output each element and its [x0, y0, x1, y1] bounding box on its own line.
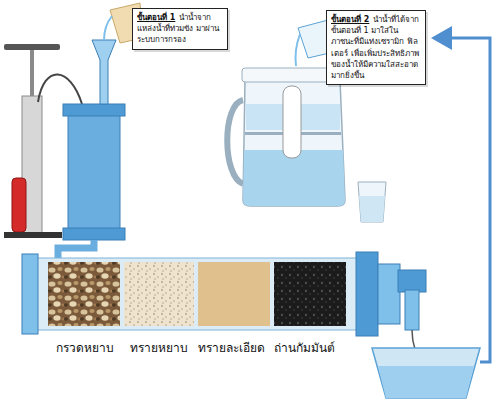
layer-label: กรวดหยาบ — [56, 338, 114, 357]
tank-cap — [63, 228, 125, 240]
pump-base — [4, 232, 62, 238]
fine-sand-layer — [198, 262, 270, 326]
tank-cap — [63, 104, 125, 116]
tank-body — [68, 112, 120, 230]
pipe-coupling — [356, 252, 378, 336]
gravel-layer — [48, 262, 120, 326]
pump-handle — [4, 44, 60, 50]
layer-label: ทรายหยาบ — [130, 338, 188, 357]
pitcher-body — [243, 80, 345, 206]
water-stream — [104, 16, 112, 40]
step-heading: ขั้นตอนที่ 2 — [331, 15, 369, 24]
water-stream — [296, 34, 301, 66]
step-heading: ขั้นตอนที่ 1 — [137, 13, 175, 22]
pump-gauge — [12, 178, 26, 232]
pipe-elbow — [398, 270, 426, 292]
ceramic-filter — [283, 86, 301, 158]
flow-arrow — [434, 38, 490, 362]
layer-label: ถ่านกัมมันต์ — [274, 338, 335, 357]
step-callout-box: ขั้นตอนที่ 2นำน้ำที่ได้จากขั้นตอนที่ 1 ม… — [326, 10, 426, 85]
filter-pipe — [28, 258, 360, 330]
coarse-sand-layer — [124, 262, 194, 326]
glass-water — [359, 196, 385, 222]
pump-hose — [38, 74, 82, 104]
step-text: นำน้ำที่ได้จากขั้นตอนที่ 1 มาใส่ในภาชนะท… — [331, 15, 419, 80]
pipe-cap — [22, 254, 38, 334]
basin-water — [378, 366, 474, 398]
step-callout-box: ขั้นตอนที่ 1นำน้ำจากแหล่งน้ำที่ท่วมขัง ม… — [132, 8, 228, 50]
drinking-glass — [358, 182, 386, 222]
pump-rod — [30, 50, 34, 98]
layer-label: ทรายละเอียด — [198, 338, 265, 357]
basin — [372, 348, 480, 398]
feed-tube — [58, 240, 94, 258]
pitcher-handle — [227, 100, 243, 184]
funnel — [92, 40, 116, 104]
charcoal-layer — [274, 262, 346, 326]
pipe-outlet — [378, 264, 400, 324]
pipe-drop — [405, 290, 419, 330]
